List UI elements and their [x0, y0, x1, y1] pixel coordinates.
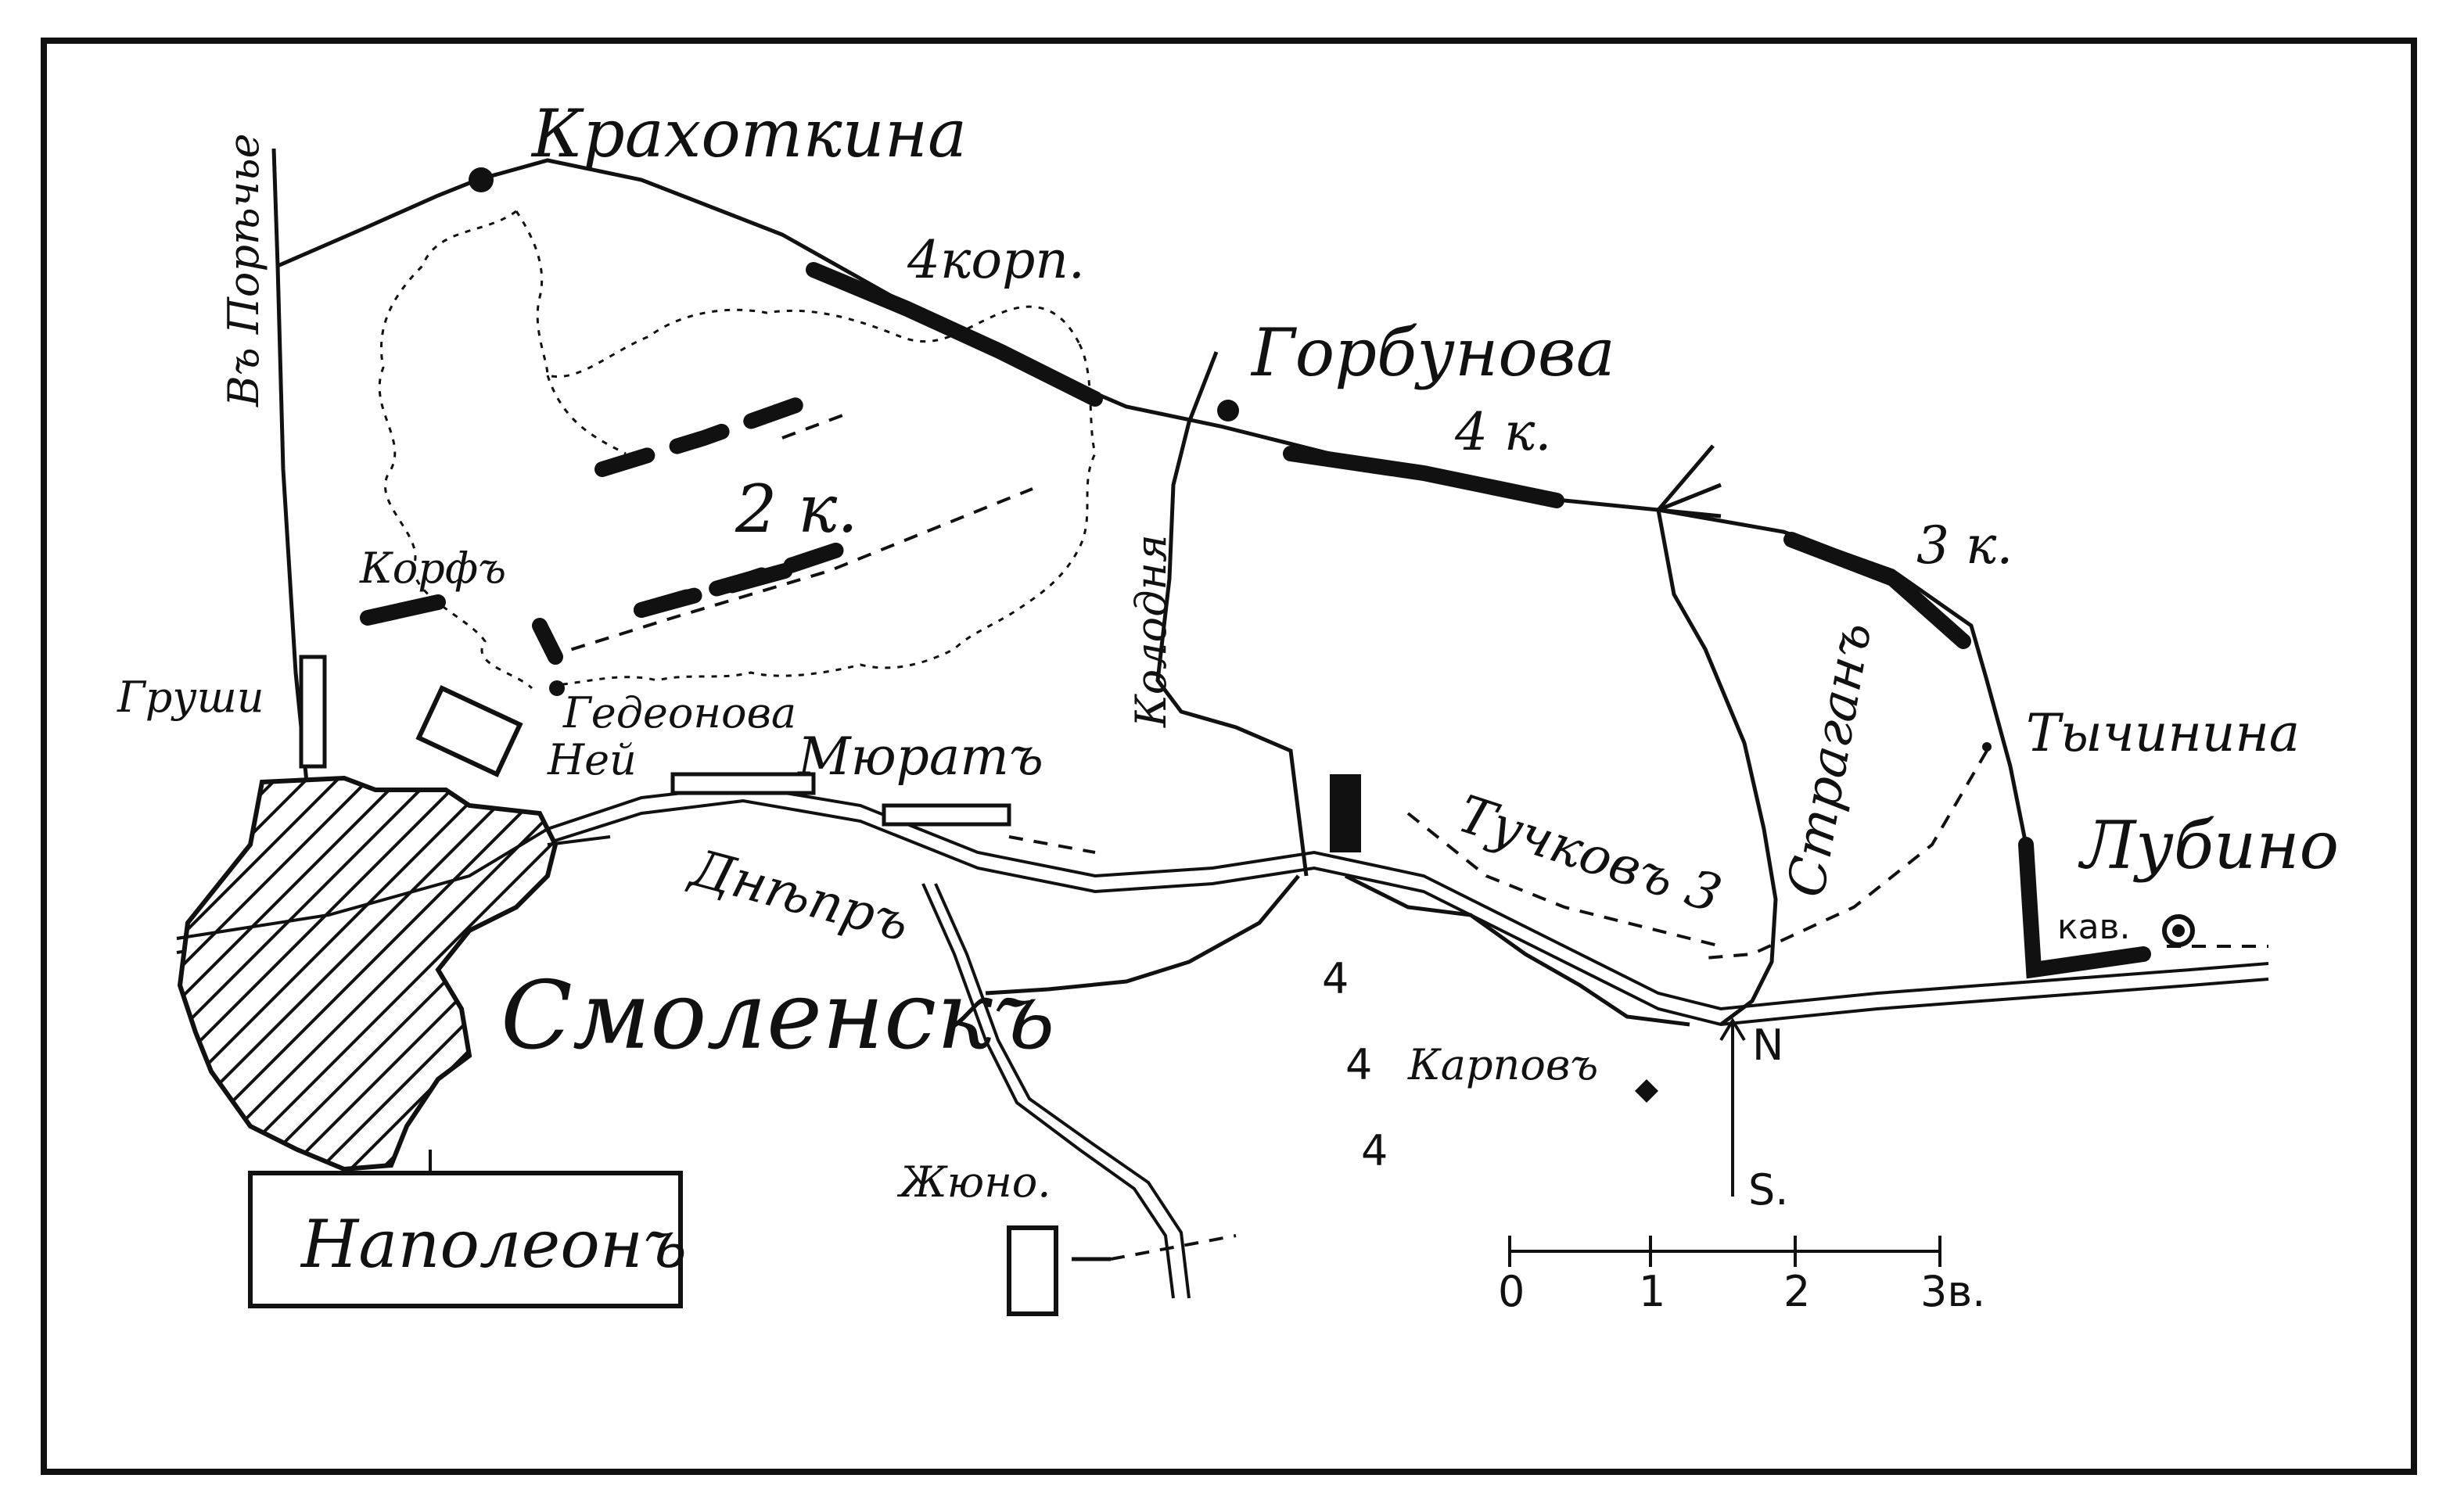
corps-4-short-column	[1283, 446, 1564, 508]
label-corps4: 4корп.	[907, 230, 1085, 290]
scale-tick-0: 0	[1498, 1267, 1525, 1316]
murat-column-2	[882, 803, 1011, 827]
label-lubino: Лубино	[2078, 807, 2339, 884]
scale-tick-3: 3в.	[1920, 1267, 1985, 1316]
scale-tick-2: 2	[1783, 1267, 1810, 1316]
label-junot: Жюно.	[896, 1157, 1051, 1207]
label-gedeonova: Гедеонова	[562, 688, 796, 737]
tychinina-dot	[1982, 742, 1992, 752]
label-smolensk: Смоленскъ	[501, 962, 1055, 1071]
gedeonova-dot	[549, 680, 565, 696]
forest	[378, 210, 1097, 690]
label-dnepr: Днѣпръ	[683, 837, 915, 953]
murat-column-1	[670, 772, 816, 795]
smolensk-city	[176, 775, 559, 1172]
lubino-dot	[2162, 914, 2195, 947]
compass-south: S.	[1748, 1165, 1788, 1215]
karpov-mark	[1635, 1079, 1658, 1103]
label-murat: Мюратъ	[797, 727, 1043, 787]
scale-bar: 0 1 2 3в.	[1498, 1236, 1985, 1316]
labels: Крахоткина Горбунова Тычинина Лубино кав…	[117, 95, 2339, 1283]
streams	[985, 351, 1778, 1027]
label-tuchkov: Тучковъ 3	[1451, 784, 1729, 925]
label-napoleon: Наполеонъ	[300, 1206, 687, 1283]
label-corps2: 2 к.	[735, 471, 858, 547]
label-gorbunova: Горбунова	[1250, 314, 1615, 391]
label-corps4-short: 4 к.	[1454, 402, 1551, 462]
cossack-symbol-1: 4	[1322, 954, 1349, 1003]
junot-box	[1007, 1225, 1058, 1316]
corps-4-column	[806, 262, 1103, 407]
corps-2-column-lower	[634, 555, 821, 618]
corps-2-main	[594, 391, 821, 477]
label-corps3: 3 к.	[1916, 515, 2013, 576]
compass: N S.	[1719, 1017, 1788, 1215]
settlements	[469, 167, 2195, 1103]
ney-box	[415, 685, 523, 777]
cossack-symbol-2: 4	[1345, 1040, 1372, 1089]
label-korf: Корфъ	[359, 544, 506, 593]
lubino-cav-mark	[2018, 837, 2151, 979]
tuchkov-post	[1330, 774, 1361, 852]
map-frame	[41, 38, 2417, 1475]
label-krakhotkina: Крахоткина	[530, 95, 967, 172]
label-grushi: Груши	[117, 673, 264, 722]
label-tychinina: Тычинина	[2026, 703, 2300, 763]
label-kolodnya: Колодня	[1126, 534, 1176, 728]
grushi-column	[299, 655, 327, 769]
corps-3-column	[1783, 532, 1971, 649]
advance-arrows	[547, 413, 2268, 1261]
label-stragan: Страганъ	[1776, 618, 1883, 902]
ney-mark	[532, 618, 563, 665]
krakhotkina-dot	[469, 167, 494, 192]
label-karpov: Карповъ	[1407, 1040, 1598, 1089]
compass-north: N	[1752, 1021, 1783, 1070]
cossack-symbol-3: 4	[1361, 1126, 1388, 1175]
napoleon-box	[248, 1150, 683, 1308]
label-lubino-cav: кав.	[2057, 907, 2130, 947]
gorbunova-dot	[1217, 400, 1239, 422]
unit-marks: 4 4 4	[299, 262, 2151, 1316]
label-porechye-road: Въ Порѣчье	[219, 133, 268, 407]
scale-tick-1: 1	[1639, 1267, 1665, 1316]
korf-mark	[360, 594, 446, 626]
label-ney: Ней	[547, 735, 637, 784]
